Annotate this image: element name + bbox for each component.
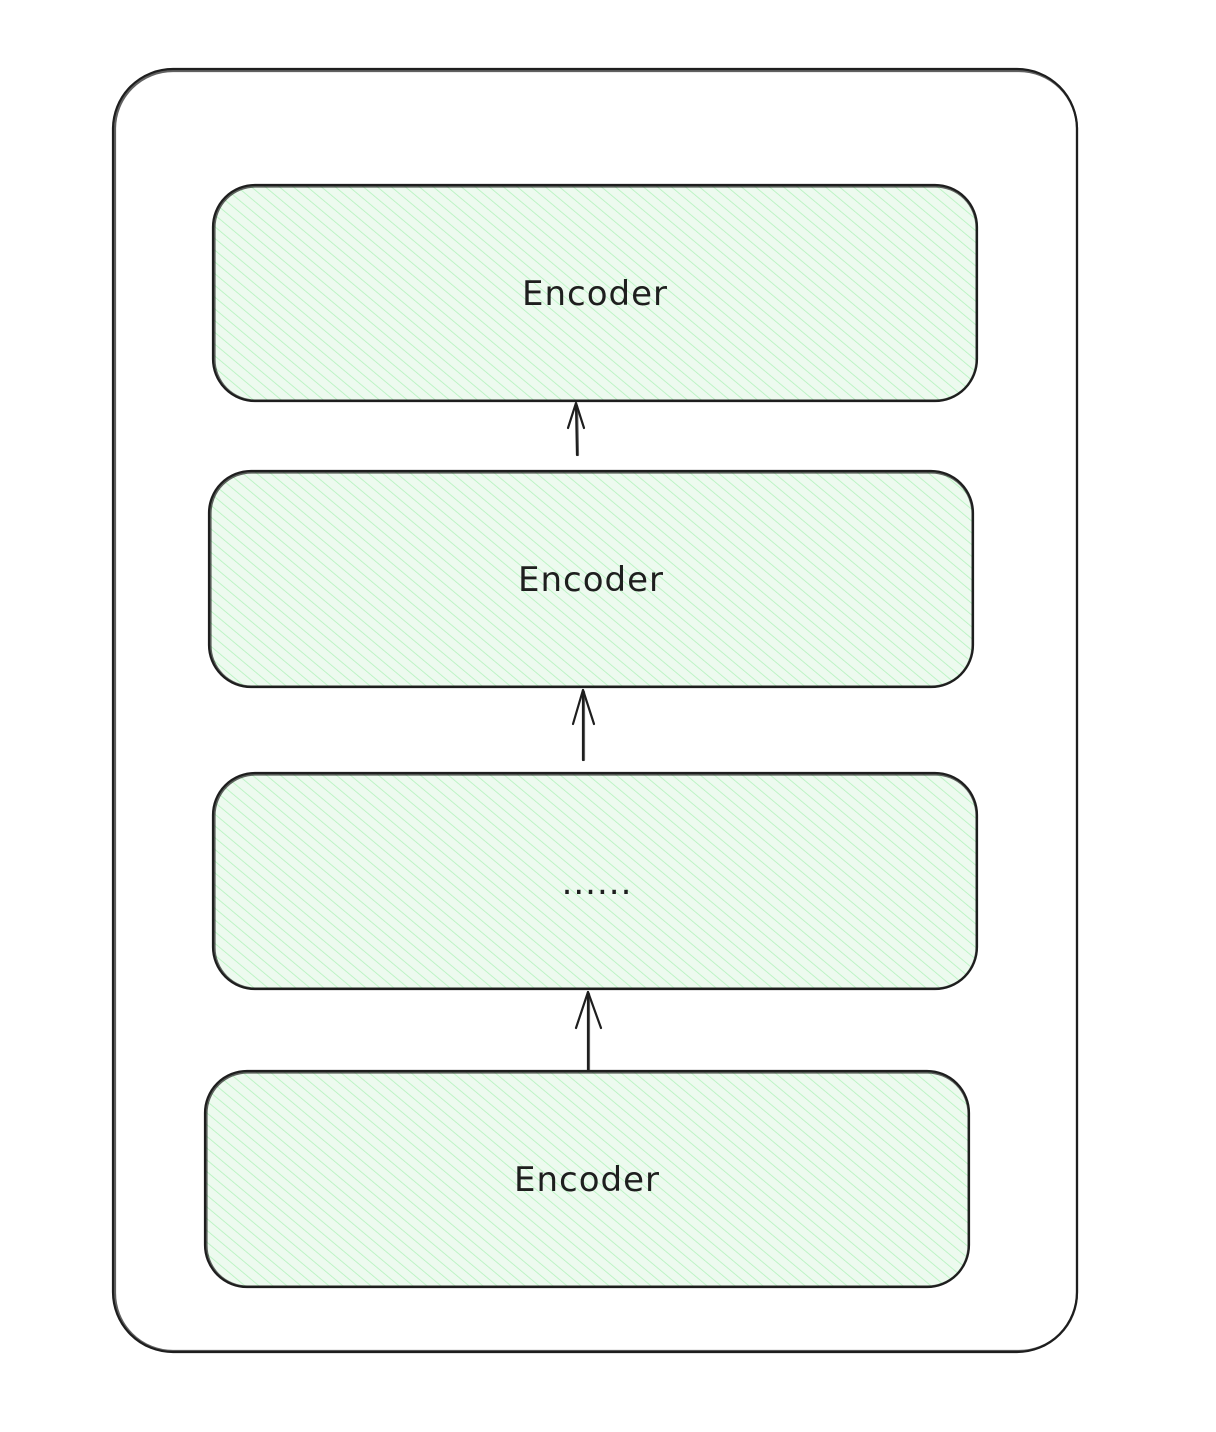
- encoder-block-bottom: Encoder: [203, 1069, 971, 1289]
- arrow-second-to-top: [566, 401, 586, 457]
- encoder-label-second: Encoder: [518, 560, 664, 600]
- encoder-block-second: Encoder: [207, 469, 975, 689]
- arrow-bottom-to-ellipsis: [574, 990, 603, 1072]
- arrow-ellipsis-to-second: [571, 688, 596, 762]
- outer-container: [111, 67, 1079, 1354]
- ellipsis-block: ......: [211, 771, 979, 991]
- encoder-label-top: Encoder: [522, 274, 668, 314]
- encoder-block-top: Encoder: [211, 183, 979, 403]
- ellipsis-label: ......: [562, 863, 633, 903]
- encoder-label-bottom: Encoder: [514, 1160, 660, 1200]
